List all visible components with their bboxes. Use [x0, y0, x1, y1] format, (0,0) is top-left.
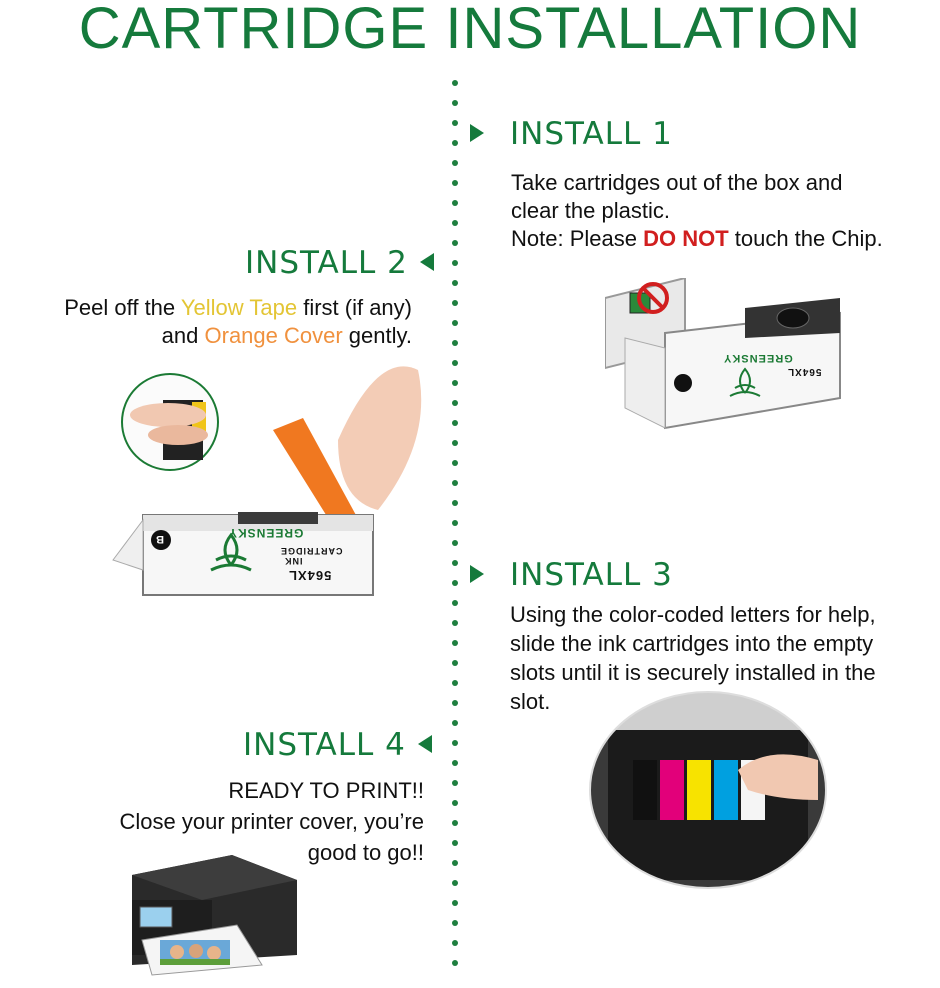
timeline-dot: [452, 620, 458, 626]
timeline-dot: [452, 240, 458, 246]
timeline-dot: [452, 320, 458, 326]
arrow-left-icon: [418, 735, 432, 753]
timeline-dot: [452, 640, 458, 646]
color-letter: B: [156, 533, 164, 545]
timeline-dot: [452, 100, 458, 106]
timeline-dot: [452, 80, 458, 86]
arrow-right-icon: [470, 565, 484, 583]
arrow-left-icon: [420, 253, 434, 271]
step-1-note: Note: Please DO NOT touch the Chip.: [511, 225, 931, 253]
step-4-heading: INSTALL 4: [243, 727, 406, 763]
model-label: 564XL: [787, 366, 822, 377]
timeline-dot: [452, 360, 458, 366]
timeline-dot: [452, 160, 458, 166]
timeline-dot: [452, 600, 458, 606]
timeline-dot: [452, 460, 458, 466]
step-2-heading: INSTALL 2: [245, 245, 408, 281]
step-1-heading: INSTALL 1: [510, 116, 673, 152]
timeline-dot: [452, 660, 458, 666]
printer-illustration: [112, 855, 302, 983]
timeline-dot: [452, 200, 458, 206]
step-3-line: Using the color-coded letters for help,: [510, 602, 876, 627]
timeline-dot: [452, 400, 458, 406]
timeline-dot: [452, 280, 458, 286]
brand-label: GREENSKY: [228, 526, 304, 540]
install-slot-illustration: [588, 690, 828, 890]
yellow-tape-text: Yellow Tape: [180, 295, 298, 320]
timeline-dot: [452, 480, 458, 486]
cartridge-image: [604, 276, 841, 430]
step-3-heading: INSTALL 3: [510, 557, 673, 593]
step-1-line: clear the plastic.: [511, 198, 670, 223]
timeline-dot: [452, 840, 458, 846]
step-2-line: Peel off the Yellow Tape first (if any): [0, 294, 412, 322]
step-4-text: READY TO PRINT!! Close your printer cove…: [0, 775, 424, 868]
timeline-dot: [452, 300, 458, 306]
step-3-text: Using the color-coded letters for help, …: [510, 600, 938, 716]
timeline-dot: [452, 800, 458, 806]
timeline-dot: [452, 180, 458, 186]
page-title: CARTRIDGE INSTALLATION: [78, 0, 862, 61]
timeline-dot: [452, 540, 458, 546]
timeline-dot: [452, 260, 458, 266]
timeline-dot: [452, 760, 458, 766]
timeline-dot: [452, 580, 458, 586]
cartridge-label: CARTRIDGE: [280, 546, 343, 556]
timeline-dot: [452, 900, 458, 906]
step-3-line: slot.: [510, 689, 551, 714]
step-2-line: and Orange Cover gently.: [0, 322, 412, 350]
step-3-line: slots until it is securely installed in …: [510, 660, 876, 685]
timeline-dot: [452, 140, 458, 146]
step-2-text: Peel off the Yellow Tape first (if any) …: [0, 294, 412, 350]
timeline-dot: [452, 740, 458, 746]
peel-image: [112, 366, 422, 596]
timeline-dot: [452, 340, 458, 346]
text-segment: first (if any): [297, 295, 412, 320]
step-4-line: good to go!!: [307, 840, 424, 865]
timeline-dot: [452, 420, 458, 426]
printer-image: [132, 855, 297, 976]
timeline-dot: [452, 820, 458, 826]
timeline-dot: [452, 520, 458, 526]
peel-cover-illustration: GREENSKY 564XL INK CARTRIDGE B: [108, 360, 428, 600]
text-segment: and: [161, 323, 205, 348]
step-4-line: READY TO PRINT!!: [228, 778, 424, 803]
timeline-dot: [452, 440, 458, 446]
model-label: 564XL: [288, 568, 332, 583]
orange-cover-text: Orange Cover: [204, 323, 343, 348]
step-4-line: Close your printer cover, you’re: [119, 809, 424, 834]
ink-label: INK: [284, 556, 303, 566]
cartridge-chip-illustration: GREENSKY 564XL: [604, 276, 845, 433]
text-segment: gently.: [342, 323, 412, 348]
step-3-line: slide the ink cartridges into the empty: [510, 631, 874, 656]
step-1-line: Take cartridges out of the box and: [511, 170, 843, 195]
note-prefix: Note: Please: [511, 226, 644, 251]
slot-image: [589, 691, 827, 889]
timeline-dot: [452, 720, 458, 726]
timeline-dot: [452, 880, 458, 886]
timeline-dot: [452, 120, 458, 126]
timeline-dot: [452, 560, 458, 566]
timeline-dot: [452, 220, 458, 226]
brand-label: GREENSKY: [723, 352, 793, 364]
note-emphasis: DO NOT: [643, 226, 729, 251]
text-segment: Peel off the: [64, 295, 181, 320]
timeline-dot: [452, 960, 458, 966]
timeline-dot: [452, 860, 458, 866]
timeline-dot: [452, 680, 458, 686]
arrow-right-icon: [470, 124, 484, 142]
note-suffix: touch the Chip.: [728, 226, 883, 251]
timeline-dotted-line: [450, 80, 460, 980]
timeline-dot: [452, 500, 458, 506]
step-1-text: Take cartridges out of the box and clear…: [511, 169, 931, 253]
timeline-dot: [452, 380, 458, 386]
timeline-dot: [452, 920, 458, 926]
timeline-dot: [452, 780, 458, 786]
timeline-dot: [452, 700, 458, 706]
timeline-dot: [452, 940, 458, 946]
